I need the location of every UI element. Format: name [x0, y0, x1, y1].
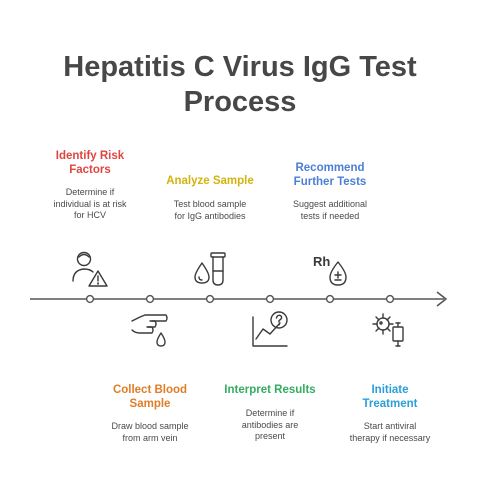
timeline-node-3: [205, 294, 215, 304]
step-6-description: Start antiviral therapy if necessary: [349, 421, 431, 443]
step-5-description: Suggest additional tests if needed: [292, 199, 368, 221]
rh-factor-icon: Rh: [313, 254, 347, 286]
pointing-hand-drop-icon: [131, 314, 168, 347]
step-2-description: Draw blood sample from arm vein: [111, 421, 189, 443]
step-3-description: Test blood sample for IgG antibodies: [173, 199, 247, 221]
timeline-node-6: [385, 294, 395, 304]
title-line-2: Process: [183, 86, 297, 118]
timeline-arrowhead: [436, 291, 447, 307]
step-4-description: Determine if antibodies are present: [241, 408, 299, 441]
diagram-title: Hepatitis C Virus IgG Test Process: [0, 50, 480, 120]
step-1-title: Identify Risk Factors: [55, 150, 125, 176]
title-line-1: Hepatitis C Virus IgG Test: [63, 51, 417, 83]
timeline-nodes: [85, 294, 395, 304]
step-5-title: Recommend Further Tests: [293, 162, 367, 188]
step-1-description: Determine if individual is at risk for H…: [53, 187, 127, 220]
person-warning-icon: [72, 251, 108, 287]
timeline-node-4: [265, 294, 275, 304]
step-2-title: Collect Blood Sample: [112, 384, 188, 410]
step-6-title: Initiate Treatment: [362, 384, 418, 410]
step-4-title: Interpret Results: [224, 384, 316, 396]
drop-test-tube-icon: [194, 252, 226, 286]
rh-label: Rh: [313, 254, 330, 269]
step-3-title: Analyze Sample: [166, 175, 254, 187]
chart-question-icon: [252, 311, 288, 347]
timeline-node-2: [145, 294, 155, 304]
timeline-node-1: [85, 294, 95, 304]
virus-vial-icon: [372, 313, 404, 347]
timeline-node-5: [325, 294, 335, 304]
